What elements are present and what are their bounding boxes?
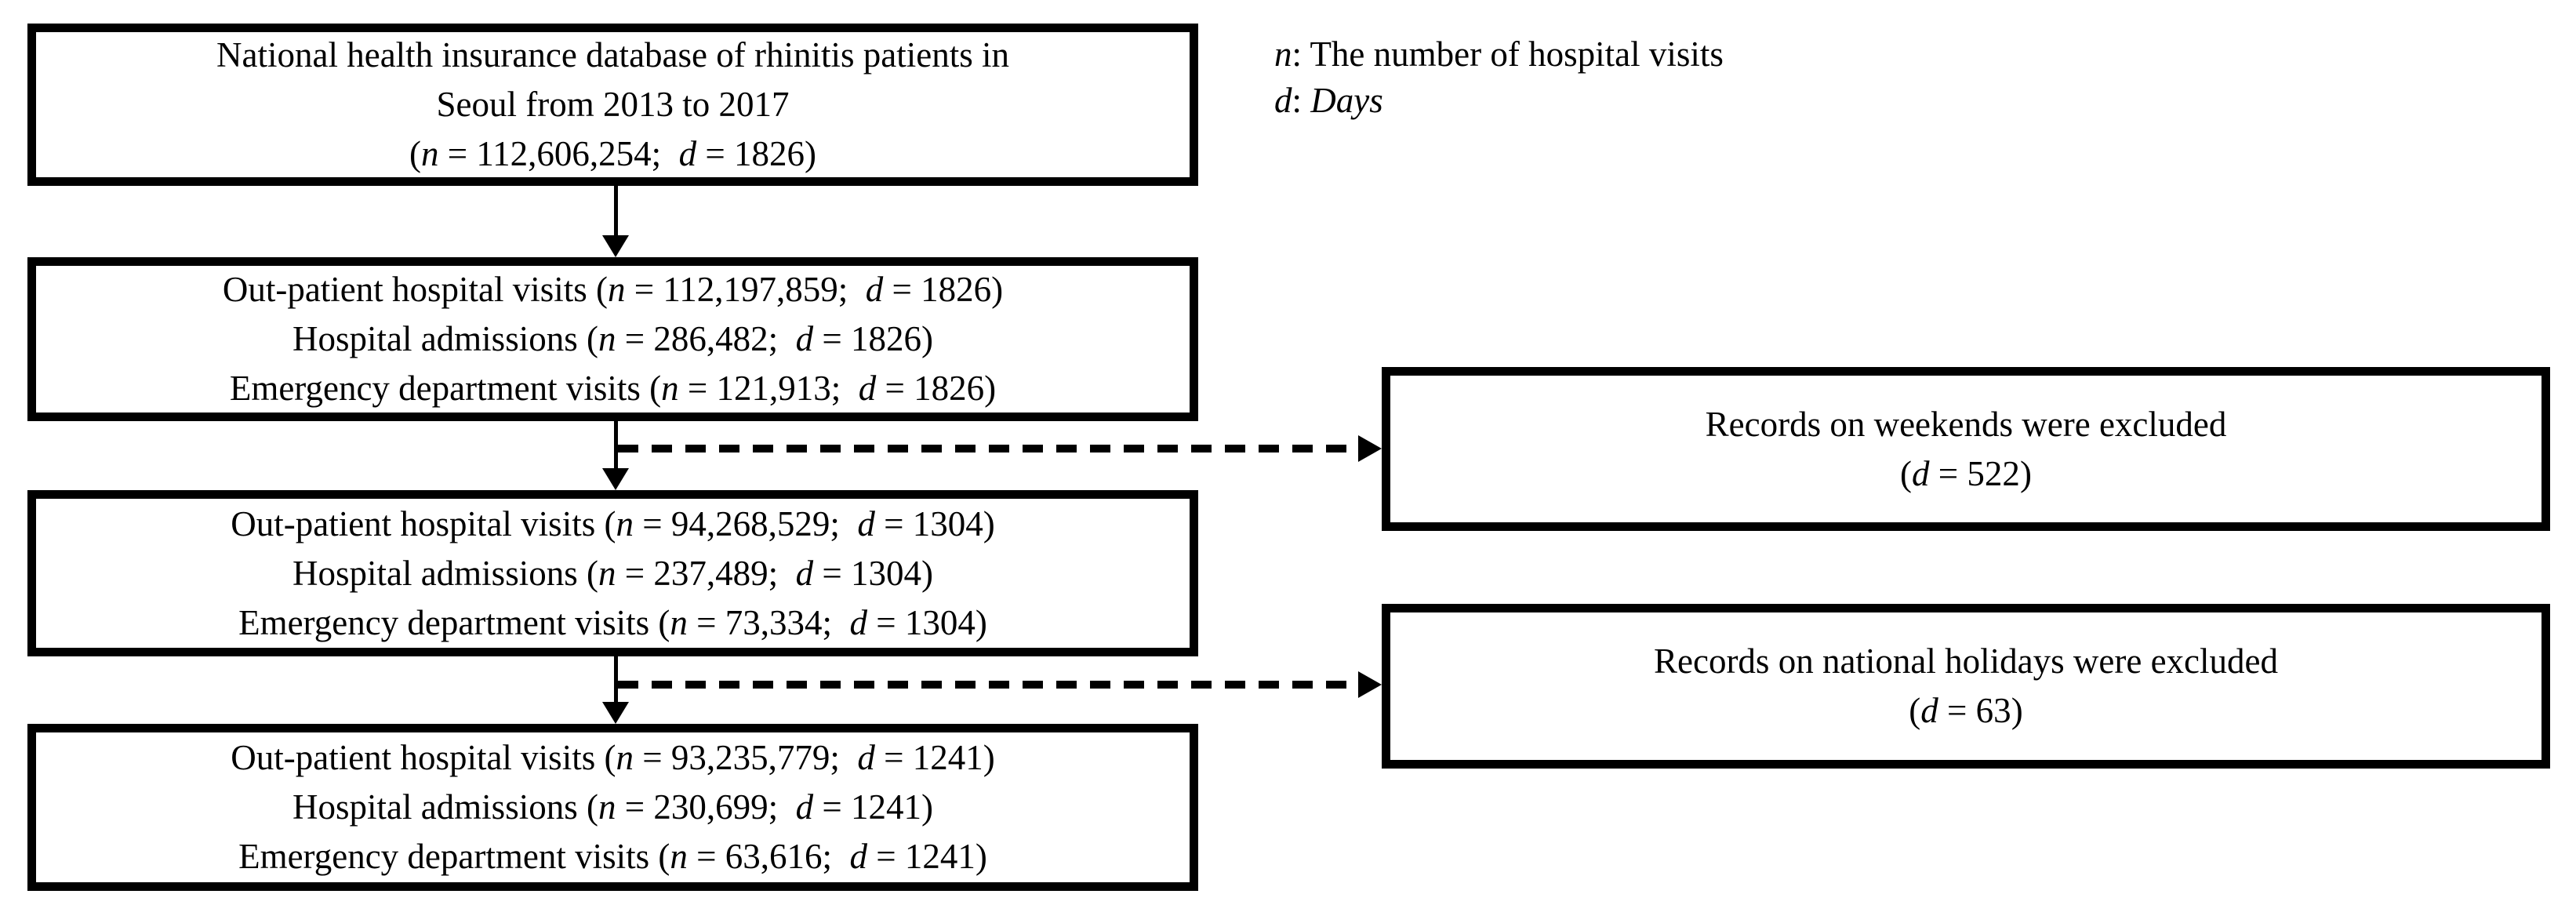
n-symbol: n	[598, 553, 616, 593]
n-symbol: n	[670, 602, 688, 642]
legend-line-d: d: Days	[1274, 78, 1724, 124]
n-symbol: n	[598, 787, 616, 827]
down-arrow-line-2	[614, 421, 618, 471]
d-symbol: d	[857, 503, 875, 543]
d-part: d = 1241	[857, 738, 983, 777]
flow-box-all-records: Out-patient hospital visits (n = 112,197…	[27, 257, 1198, 421]
box-line: Hospital admissions (n = 237,489;d = 130…	[292, 549, 933, 598]
d-part: d = 1826	[858, 369, 985, 408]
d-part: d = 1241	[795, 787, 922, 827]
line-stats: (n = 112,197,859;d = 1826)	[596, 270, 1004, 309]
d-symbol: d	[1274, 81, 1292, 120]
d-part: d = 1304	[849, 602, 976, 642]
d-part: d = 1826	[865, 270, 992, 309]
line-stats: (n = 73,334;d = 1304)	[658, 602, 987, 642]
line-label: Records on national holidays were exclud…	[1653, 641, 2278, 681]
n-symbol: n	[661, 369, 679, 408]
line-label: Hospital admissions	[292, 787, 587, 827]
n-symbol: n	[670, 837, 688, 876]
box-line: Hospital admissions (n = 286,482;d = 182…	[292, 314, 933, 364]
down-arrow-line-3	[614, 656, 618, 704]
n-symbol: n	[1274, 35, 1292, 74]
d-symbol: d	[857, 738, 875, 777]
line-label: Records on weekends were excluded	[1705, 404, 2227, 444]
right-arrowhead-icon	[1358, 435, 1382, 462]
flow-box-after-holiday-exclusion: Out-patient hospital visits (n = 93,235,…	[27, 724, 1198, 891]
d-symbol: d	[795, 787, 814, 827]
d-symbol: d	[795, 319, 814, 358]
exclusion-box-holidays: Records on national holidays were exclud…	[1382, 604, 2550, 769]
line-label: Out-patient hospital visits	[231, 738, 605, 777]
d-symbol: d	[849, 602, 868, 642]
box-line: (n = 112,606,254;d = 1826)	[409, 129, 816, 179]
box-line: Out-patient hospital visits (n = 93,235,…	[231, 733, 995, 783]
box-line: National health insurance database of rh…	[216, 31, 1009, 80]
d-part: d = 1304	[795, 553, 922, 593]
down-arrowhead-icon	[602, 235, 629, 257]
box-line: Records on weekends were excluded	[1706, 400, 2227, 449]
d-part: d = 522	[1912, 453, 2020, 493]
d-part: d = 1304	[857, 503, 983, 543]
flow-box-source-database: National health insurance database of rh…	[27, 24, 1198, 186]
n-symbol: n	[608, 270, 626, 309]
line-stats: (n = 237,489;d = 1304)	[586, 553, 934, 593]
dashed-arrow-line-holidays	[618, 681, 1360, 689]
n-symbol: n	[616, 503, 634, 543]
d-symbol: d	[849, 837, 868, 876]
d-part: d = 63	[1920, 691, 2011, 730]
line-label: Emergency department visits	[229, 369, 650, 408]
line-stats: (d = 522)	[1900, 453, 2032, 493]
line-stats: (n = 63,616;d = 1241)	[658, 837, 987, 876]
legend-n-text: : The number of hospital visits	[1292, 35, 1724, 74]
box-line: Emergency department visits (n = 121,913…	[230, 364, 996, 413]
d-part: d = 1241	[849, 837, 976, 876]
box-line: Hospital admissions (n = 230,699;d = 124…	[292, 783, 933, 832]
right-arrowhead-icon	[1358, 671, 1382, 698]
box-line: Emergency department visits (n = 73,334;…	[238, 598, 987, 648]
d-part: d = 1826	[795, 319, 922, 358]
line-stats: (n = 94,268,529;d = 1304)	[604, 503, 995, 543]
n-symbol: n	[616, 738, 634, 777]
n-symbol: n	[598, 319, 616, 358]
line-label: Seoul from 2013 to 2017	[436, 85, 790, 124]
legend-line-n: n: The number of hospital visits	[1274, 31, 1724, 78]
box-line: Seoul from 2013 to 2017	[437, 80, 790, 129]
box-line: (d = 522)	[1900, 449, 2032, 499]
line-label: Hospital admissions	[292, 319, 587, 358]
line-stats: (n = 112,606,254;d = 1826)	[409, 134, 817, 173]
d-symbol: d	[678, 134, 697, 173]
d-symbol: d	[865, 270, 884, 309]
legend-d-colon: :	[1292, 81, 1311, 120]
box-line: Emergency department visits (n = 63,616;…	[238, 832, 987, 881]
line-stats: (d = 63)	[1909, 691, 2023, 730]
d-symbol: d	[1912, 453, 1930, 493]
box-line: Out-patient hospital visits (n = 112,197…	[223, 265, 1003, 314]
exclusion-box-weekends: Records on weekends were excluded (d = 52…	[1382, 367, 2550, 531]
line-stats: (n = 230,699;d = 1241)	[586, 787, 934, 827]
flow-box-after-weekend-exclusion: Out-patient hospital visits (n = 94,268,…	[27, 490, 1198, 656]
line-label: Emergency department visits	[238, 602, 659, 642]
line-label: National health insurance database of rh…	[216, 35, 1009, 75]
d-part: d = 1826	[678, 134, 805, 173]
down-arrow-line-1	[614, 186, 618, 238]
legend-d-text: Days	[1310, 81, 1383, 120]
d-symbol: d	[795, 553, 814, 593]
line-label: Emergency department visits	[238, 837, 659, 876]
down-arrowhead-icon	[602, 468, 629, 490]
box-line: (d = 63)	[1909, 686, 2022, 736]
n-symbol: n	[420, 134, 439, 173]
box-line: Records on national holidays were exclud…	[1654, 637, 2278, 686]
box-line: Out-patient hospital visits (n = 94,268,…	[231, 500, 995, 549]
down-arrowhead-icon	[602, 702, 629, 724]
d-symbol: d	[1920, 691, 1938, 730]
line-label: Out-patient hospital visits	[231, 503, 605, 543]
d-symbol: d	[858, 369, 877, 408]
line-label: Hospital admissions	[292, 553, 587, 593]
line-label: Out-patient hospital visits	[222, 270, 597, 309]
line-stats: (n = 93,235,779;d = 1241)	[604, 738, 995, 777]
line-stats: (n = 121,913;d = 1826)	[649, 369, 997, 408]
legend: n: The number of hospital visits d: Days	[1274, 31, 1724, 124]
line-stats: (n = 286,482;d = 1826)	[586, 319, 934, 358]
dashed-arrow-line-weekends	[618, 445, 1360, 452]
